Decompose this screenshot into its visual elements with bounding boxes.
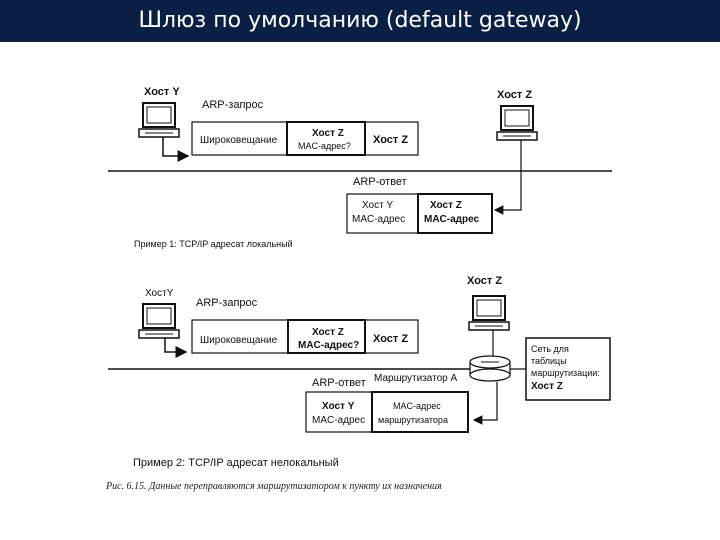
arp-reply2-label: ARP-ответ <box>312 377 366 389</box>
router-icon <box>469 355 511 382</box>
routing-table-box <box>525 337 611 401</box>
host-y-computer-icon <box>138 102 180 138</box>
arp-request2-label: ARP-запрос <box>196 297 258 309</box>
example-1-caption: Пример 1: TCP/IP адресат локальный <box>134 239 293 249</box>
arp-request-label: ARP-запрос <box>202 99 264 111</box>
network-line4: Хост Z <box>531 381 563 392</box>
example-2: ХостY ARP-запрос Широковещание Хост Z MA… <box>108 275 611 469</box>
host-z2-label: Хост Z <box>467 275 502 287</box>
host-y2-computer-icon <box>138 303 180 339</box>
reply2-b-line2: маршрутизатора <box>378 415 448 425</box>
host-y-label: Хост Y <box>144 86 180 98</box>
broadcast2-field: Широковещание <box>200 335 278 346</box>
title-bar: Шлюз по умолчанию (default gateway) <box>0 0 720 42</box>
reply-a-line2: MAC-адрес <box>352 214 405 225</box>
slide-title: Шлюз по умолчанию (default gateway) <box>138 8 582 33</box>
router-arrow <box>472 382 498 425</box>
request2-destination: Хост Z <box>373 333 408 345</box>
host-z-computer-icon <box>496 105 538 141</box>
host-y2-label: ХостY <box>145 288 174 299</box>
reply2-a-line1: Хост Y <box>322 401 355 412</box>
example-2-caption: Пример 2: TCP/IP адресат нелокальный <box>133 457 339 469</box>
reply-a-line1: Хост Y <box>362 200 393 211</box>
host-y-arrow <box>162 137 190 162</box>
request-target-line1: Хост Z <box>312 128 344 139</box>
host-z2-computer-icon <box>468 295 510 331</box>
reply2-b-line1: MAC-адрес <box>393 401 441 411</box>
reply-b-line1: Хост Z <box>430 200 462 211</box>
network-line2: таблицы <box>531 356 567 366</box>
request2-target-line2: MAC-адрес? <box>298 340 359 351</box>
figure-caption: Рис. 6.15. Данные переправляются маршрут… <box>105 481 442 492</box>
request-target-line2: MAC-адрес? <box>298 141 351 151</box>
broadcast-field: Широковещание <box>200 135 278 146</box>
reply-b-line2: MAC-адрес <box>424 214 480 225</box>
request-destination: Хост Z <box>373 134 408 146</box>
request2-target-line1: Хост Z <box>312 327 344 338</box>
reply2-a-line2: MAC-адрес <box>312 415 365 426</box>
router-label: Маршрутизатор A <box>374 373 457 384</box>
host-y2-arrow <box>164 338 188 358</box>
network-line1: Сеть для <box>531 344 569 354</box>
arp-reply-label: ARP-ответ <box>353 176 407 188</box>
host-z-label: Хост Z <box>497 89 532 101</box>
network-line3: маршрутизации: <box>531 368 600 378</box>
host-z-arrow <box>493 140 522 215</box>
example-1: Хост Y ARP-запрос Широковещание Хост Z M… <box>108 86 612 249</box>
